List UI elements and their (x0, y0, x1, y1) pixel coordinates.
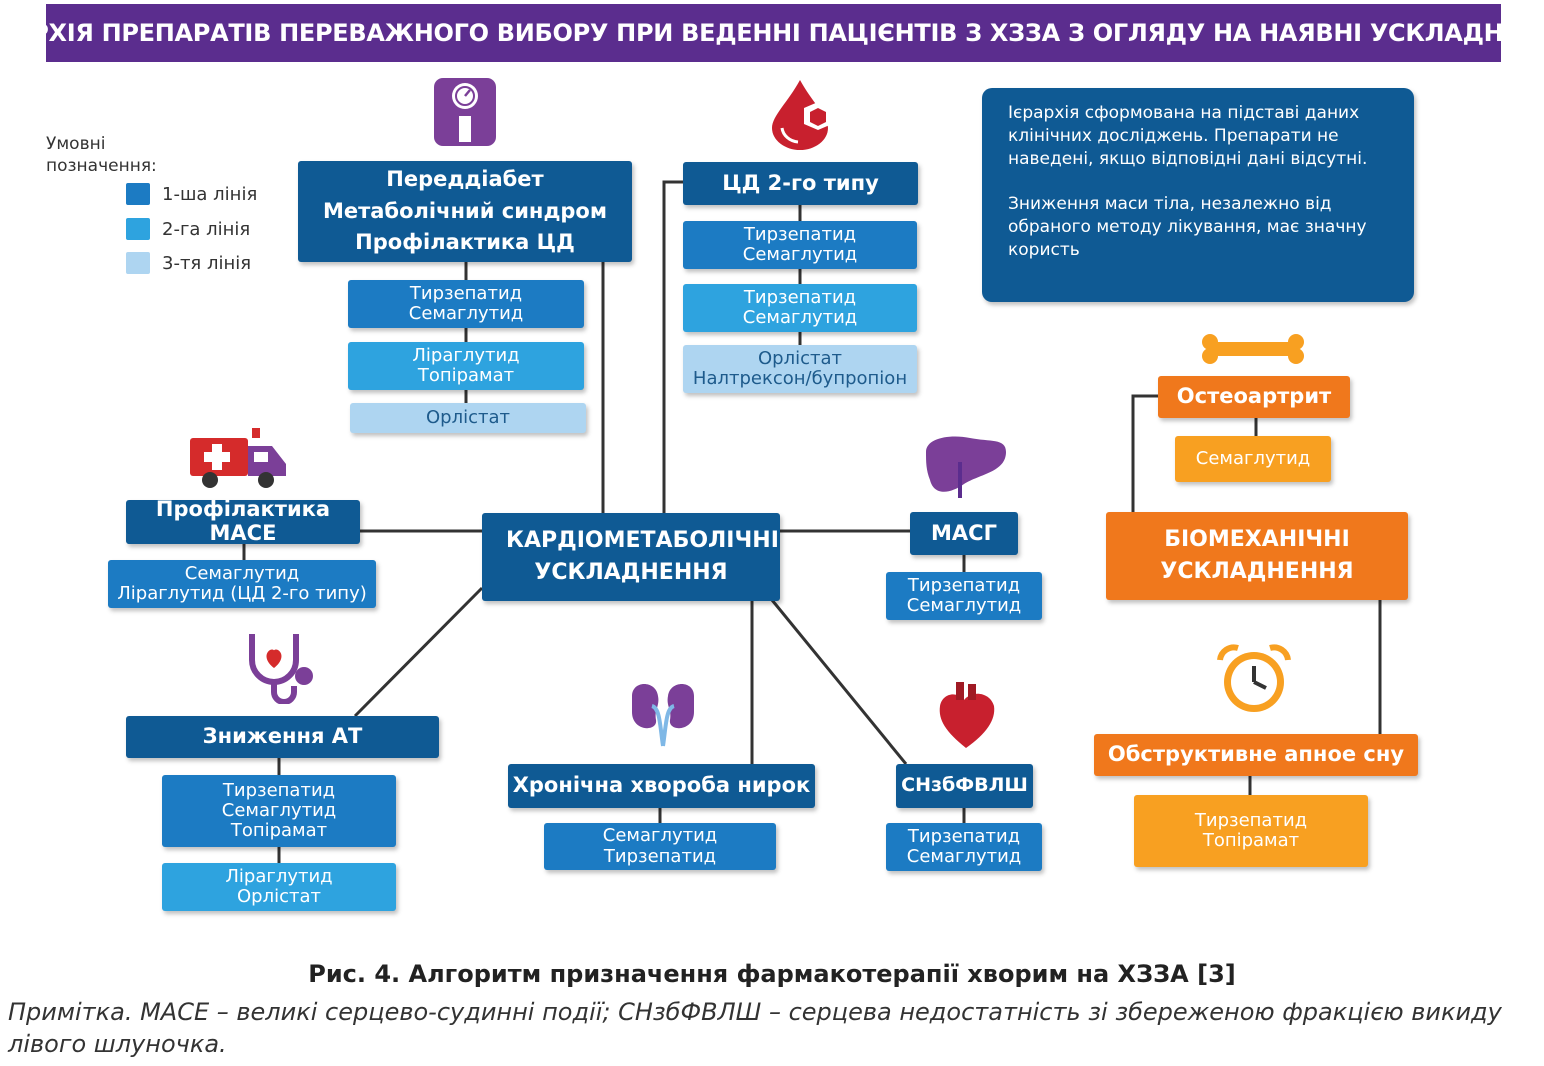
prediabetes-line2: Ліраглутид Топірамат (348, 342, 584, 390)
prediabetes-title-2: Метаболічний синдром (322, 198, 608, 223)
ambulance-icon (190, 428, 286, 488)
t2d-line1: Тирзепатид Семаглутид (683, 221, 917, 269)
prediabetes-title-1: Переддіабет (386, 167, 544, 192)
note-paragraph-1: Ієрархія сформована на підставі даних кл… (1008, 103, 1368, 169)
drug-label: Семаглутид (221, 799, 337, 821)
biomechanical-node: БІОМЕХАНІЧНІ УСКЛАДНЕННЯ (1106, 512, 1408, 600)
drug-label: Тирзепатид (907, 825, 1021, 847)
t2d-line3: Орлістат Налтрексон/бупропіон (683, 345, 917, 393)
osa-header: Обструктивне апное сну (1094, 734, 1418, 776)
drug-label: Семаглутид (184, 562, 300, 584)
drug-label: Тирзепатид (603, 845, 717, 867)
drug-label: Семаглутид (742, 307, 858, 328)
legend-swatch-line2 (126, 218, 150, 240)
hfpef-header: СНзбФВЛШ (896, 764, 1033, 808)
hfpef-title: СНзбФВЛШ (901, 774, 1028, 797)
masld-title: МАСГ (931, 520, 997, 545)
prediabetes-header: Переддіабет Метаболічний синдром Профіла… (298, 161, 632, 262)
osteoarthritis-line1: Семаглутид (1175, 436, 1331, 482)
center-label: КАРДІОМЕТАБОЛІЧНІ УСКЛАДНЕННЯ (506, 528, 779, 585)
prediabetes-line1: Тирзепатид Семаглутид (348, 280, 584, 328)
drug-label: Семаглутид (1195, 447, 1311, 469)
bp-line1: Тирзепатид Семаглутид Топірамат (162, 775, 396, 847)
mace-header: Профілактика MACE (126, 497, 360, 545)
alarm-clock-icon (1217, 644, 1291, 712)
footnote: Примітка. MACE – великі серцево-судинні … (8, 998, 1502, 1059)
drug-label: Семаглутид (906, 846, 1022, 867)
drug-label: Орлістат (426, 406, 510, 428)
legend-swatch-line1 (126, 183, 150, 205)
drug-label: Тирзепатид (743, 223, 857, 245)
drug-label: Тирзепатид (1194, 809, 1308, 831)
drug-label: Орлістат (758, 347, 842, 369)
drug-label: Топірамат (230, 820, 328, 842)
mace-line1: Семаглутид Ліраглутид (ЦД 2-го типу) (108, 560, 376, 608)
masld-header: МАСГ (910, 512, 1018, 555)
t2d-header: ЦД 2-го типу (683, 162, 918, 205)
kidneys-icon (632, 684, 694, 747)
drug-label: Семаглутид (742, 244, 858, 265)
biomechanical-label: БІОМЕХАНІЧНІ УСКЛАДНЕННЯ (1160, 527, 1354, 584)
bp-title: Зниження АТ (202, 724, 363, 749)
scale-icon (434, 78, 496, 146)
note-box: Ієрархія сформована на підставі даних кл… (982, 88, 1414, 302)
drug-label: Семаглутид (408, 303, 524, 324)
prediabetes-title-3: Профілактика ЦД (355, 230, 575, 255)
ckd-line1: Семаглутид Тирзепатид (544, 823, 776, 870)
blood-drop-sugar-icon (772, 80, 832, 150)
ckd-header: Хронічна хвороба нирок (508, 764, 815, 808)
drug-label: Семаглутид (602, 825, 718, 847)
bone-icon (1202, 334, 1304, 364)
drug-label: Орлістат (237, 886, 321, 907)
prediabetes-line3: Орлістат (350, 403, 586, 433)
liver-icon (926, 436, 1006, 498)
mace-title: Профілактика MACE (155, 497, 331, 545)
drug-label: Тирзепатид (409, 282, 523, 304)
hfpef-line1: Тирзепатид Семаглутид (886, 823, 1042, 871)
drug-label: Топірамат (1202, 830, 1300, 851)
figure-caption: Рис. 4. Алгоритм призначення фармакотера… (308, 960, 1236, 988)
banner-title: ІЄРАРХІЯ ПРЕПАРАТІВ ПЕРЕВАЖНОГО ВИБОРУ П… (0, 4, 1544, 62)
masld-line1: Тирзепатид Семаглутид (886, 572, 1042, 620)
t2d-line2: Тирзепатид Семаглутид (683, 284, 917, 332)
drug-label: Налтрексон/бупропіон (692, 368, 908, 389)
drug-label: Тирзепатид (907, 574, 1021, 596)
legend-swatch-line3 (126, 252, 150, 274)
legend-title: Умовні позначення: (46, 134, 157, 177)
bp-line2: Ліраглутид Орлістат (162, 863, 396, 911)
osa-title: Обструктивне апное сну (1107, 742, 1405, 767)
drug-label: Ліраглутид (412, 344, 520, 366)
drug-label: Тирзепатид (222, 779, 336, 801)
legend-label-line3: 3-тя лінія (162, 253, 252, 274)
drug-label: Семаглутид (906, 595, 1022, 616)
stethoscope-icon (249, 634, 313, 704)
note-paragraph-2: Зниження маси тіла, незалежно від обрано… (1008, 193, 1367, 260)
center-node: КАРДІОМЕТАБОЛІЧНІ УСКЛАДНЕННЯ (482, 513, 780, 601)
ckd-title: Хронічна хвороба нирок (512, 773, 811, 798)
osa-line1: Тирзепатид Топірамат (1134, 795, 1368, 867)
drug-label: Топірамат (417, 365, 515, 386)
drug-label: Ліраглутид (225, 865, 333, 887)
t2d-title: ЦД 2-го типу (722, 170, 879, 195)
bp-header: Зниження АТ (126, 716, 439, 758)
osteoarthritis-header: Остеоартрит (1158, 376, 1350, 418)
drug-label: Ліраглутид (ЦД 2-го типу) (117, 583, 367, 604)
drug-label: Тирзепатид (743, 286, 857, 308)
osteoarthritis-title: Остеоартрит (1176, 384, 1332, 409)
legend-label-line1: 1-ша лінія (162, 184, 258, 205)
heart-icon (939, 682, 995, 748)
legend-label-line2: 2-га лінія (162, 219, 251, 240)
